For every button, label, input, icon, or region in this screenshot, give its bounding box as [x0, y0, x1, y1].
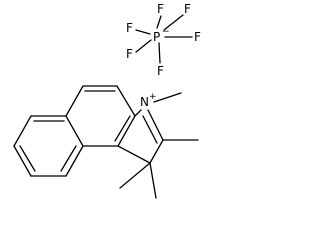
bond-ring-b-5 — [65, 145, 84, 177]
bond-c3-methyl2 — [119, 162, 151, 189]
bond-5-3 — [149, 139, 164, 164]
atom-f-bottom: F — [157, 64, 164, 78]
bond-p-f-right-top — [163, 14, 184, 31]
bond-5-4 — [117, 145, 151, 164]
label-layer: P − F F F F F F N + — [126, 2, 201, 109]
bond-p-f-left-bottom — [135, 39, 152, 53]
bond-ring-a-6 — [65, 85, 84, 117]
atom-f-right: F — [194, 30, 201, 44]
bond-ring-a-2 — [116, 85, 136, 117]
bond-p-f-left-top — [135, 29, 151, 35]
bond-p-f-top — [156, 15, 162, 29]
atom-f-left-top: F — [126, 21, 133, 35]
bond-ring-a-5 — [65, 115, 84, 147]
atom-f-top: F — [157, 2, 164, 16]
atom-f-right-top: F — [184, 2, 191, 16]
bond-ring-b-3d — [19, 145, 36, 172]
bond-ring-a-3d — [114, 115, 131, 142]
atom-p: P — [153, 30, 160, 44]
structure-canvas: P − F F F F F F N + — [13, 2, 201, 199]
bond-ring-b-2 — [13, 115, 32, 147]
bond-5-2d — [142, 115, 158, 144]
bond-ring-a-3 — [117, 115, 136, 147]
bond-p-f-bottom — [158, 42, 161, 64]
chemical-structure: P − F F F F F F N + — [13, 2, 201, 199]
atom-f-left-bottom: F — [126, 47, 133, 61]
bond-layer — [13, 14, 199, 199]
bond-n-methyl — [153, 92, 182, 103]
atom-n: N — [140, 95, 149, 109]
bond-5-1 — [134, 109, 142, 117]
bond-ring-b-5d — [60, 145, 77, 172]
bond-ring-b-3 — [13, 145, 32, 177]
bond-5-2 — [147, 109, 164, 141]
charge-n: + — [149, 92, 157, 102]
bond-c3-methyl1 — [149, 162, 157, 199]
charge-p: − — [162, 27, 170, 37]
